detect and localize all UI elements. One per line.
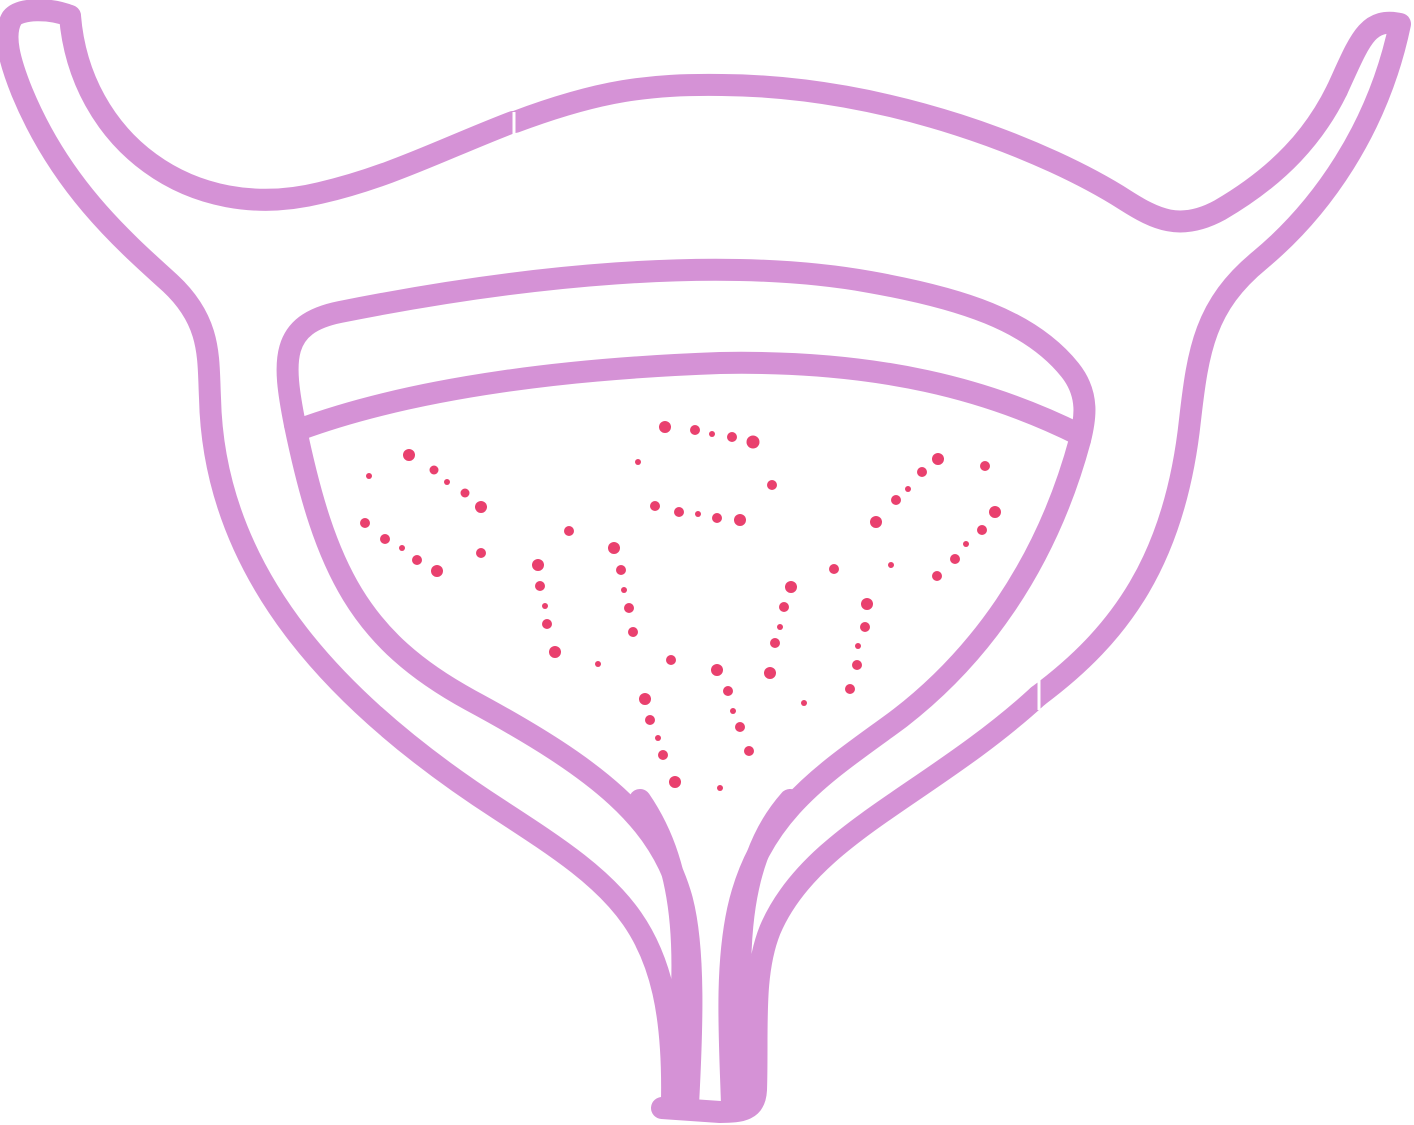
particle-dot bbox=[917, 467, 927, 477]
particle-dot bbox=[628, 627, 638, 637]
particle-dot bbox=[608, 542, 620, 554]
urine-particles bbox=[360, 421, 1001, 791]
particle-dot bbox=[932, 571, 942, 581]
particle-dot bbox=[674, 507, 684, 517]
particle-dot bbox=[535, 581, 545, 591]
particle-dot bbox=[980, 461, 990, 471]
particle-dot bbox=[659, 421, 671, 433]
particle-dot bbox=[730, 708, 736, 714]
particle-dot bbox=[860, 622, 870, 632]
particle-dot bbox=[635, 459, 641, 465]
particle-dot bbox=[476, 548, 486, 558]
particle-dot bbox=[380, 534, 390, 544]
particle-dot bbox=[734, 514, 746, 526]
particle-dot bbox=[852, 660, 862, 670]
particle-dot bbox=[475, 501, 487, 513]
particle-dot bbox=[785, 581, 797, 593]
particle-dot bbox=[746, 435, 760, 449]
particle-dot bbox=[764, 667, 776, 679]
particle-dot bbox=[855, 643, 861, 649]
particle-dot bbox=[549, 646, 561, 658]
particle-dot bbox=[989, 506, 1001, 518]
bladder-inner-wall bbox=[276, 258, 1096, 1116]
particle-dot bbox=[829, 564, 839, 574]
particle-dot bbox=[777, 624, 783, 630]
particle-dot bbox=[621, 587, 627, 593]
particle-dot bbox=[595, 661, 601, 667]
outer-wall-top bbox=[504, 73, 1348, 233]
particle-dot bbox=[727, 432, 737, 442]
particle-dot bbox=[870, 516, 882, 528]
particle-dot bbox=[695, 511, 701, 517]
particle-dot bbox=[658, 750, 668, 760]
particle-dot bbox=[779, 602, 789, 612]
particle-dot bbox=[564, 526, 574, 536]
particle-dot bbox=[669, 776, 681, 788]
particle-dot bbox=[360, 518, 370, 528]
particle-dot bbox=[624, 603, 634, 613]
particle-dot bbox=[977, 525, 987, 535]
particle-dot bbox=[690, 425, 700, 435]
inner-wall-right bbox=[718, 429, 1091, 1116]
particle-dot bbox=[905, 486, 911, 492]
inner-urine-surface bbox=[287, 351, 1091, 446]
particle-dot bbox=[366, 473, 372, 479]
left-ureter-and-outer-wall bbox=[59, 5, 524, 211]
particle-dot bbox=[801, 700, 807, 706]
particle-dot bbox=[845, 684, 855, 694]
particle-dot bbox=[891, 495, 901, 505]
particle-dot bbox=[542, 619, 552, 629]
particle-dot bbox=[767, 480, 777, 490]
particle-dot bbox=[655, 735, 661, 741]
particle-dot bbox=[532, 559, 544, 571]
particle-dot bbox=[616, 565, 626, 575]
inner-wall-top bbox=[276, 258, 1096, 451]
particle-dot bbox=[861, 598, 873, 610]
left-outer-wall bbox=[0, 0, 684, 1111]
particle-dot bbox=[399, 545, 405, 551]
particle-dot bbox=[711, 664, 723, 676]
particle-dot bbox=[403, 449, 415, 461]
particle-dot bbox=[744, 746, 754, 756]
particle-dot bbox=[444, 479, 450, 485]
particle-dot bbox=[412, 555, 422, 565]
particle-dot bbox=[650, 501, 660, 511]
particle-dot bbox=[963, 541, 969, 547]
particle-dot bbox=[429, 465, 439, 475]
particle-dot bbox=[888, 562, 894, 568]
right-ureter-and-outer-wall bbox=[1027, 11, 1411, 707]
particle-dot bbox=[431, 565, 443, 577]
particle-dot bbox=[666, 655, 676, 665]
particle-dot bbox=[639, 693, 651, 705]
particle-dot bbox=[717, 785, 723, 791]
particle-dot bbox=[770, 638, 780, 648]
particle-dot bbox=[709, 431, 715, 437]
particle-dot bbox=[460, 488, 470, 498]
particle-dot bbox=[723, 686, 733, 696]
particle-dot bbox=[645, 715, 655, 725]
particle-dot bbox=[950, 554, 960, 564]
particle-dot bbox=[712, 513, 722, 523]
particle-dot bbox=[542, 603, 548, 609]
particle-dot bbox=[735, 722, 745, 732]
particle-dot bbox=[932, 453, 944, 465]
inner-wall-bottom bbox=[284, 414, 703, 1116]
